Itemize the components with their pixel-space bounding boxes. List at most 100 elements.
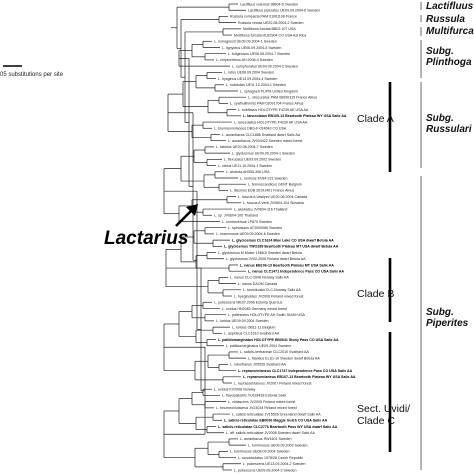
tip-label: L. fuliginosus UE06.08.2004-7 Sweden xyxy=(228,52,290,56)
piperites-line1: Subg. xyxy=(426,307,454,318)
tip-label: Russula compacta PAM 01081108 France xyxy=(230,15,297,19)
subgenus-russula: Russula xyxy=(426,14,465,25)
tip-label: L. hysginoides JV2006 Finland mixed fore… xyxy=(234,294,304,298)
tip-label: L. lanceolatus HOLOTYPE F4239 AK USA AA xyxy=(234,120,308,124)
tip-label: L. nanus CLC-2006 Norway Salix AA xyxy=(230,276,289,280)
russularia-line2: Russulari xyxy=(426,124,472,135)
tip-label: L. salicis-reticulatae EB0036 Maggie Gul… xyxy=(224,419,328,423)
tip-label: L. glyciosmus M Moser 1986-5 Sweden dwar… xyxy=(218,251,302,255)
tip-label: L. robertianus JV5526 Svalbard AA xyxy=(230,363,287,367)
tip-label: Lactifluus piperatus UE09.09.2004-6 Swed… xyxy=(248,9,320,13)
tip-label: L. tuomikoskii CLC-Norway Salix AA xyxy=(243,288,301,292)
plinthogali-line2: Plinthoga xyxy=(426,57,472,68)
tip-label: L. aurantiacus JV034422 Sweden mixed for… xyxy=(228,139,302,143)
tip-label: L. lignyotus UE06.09.2004-8 Sweden xyxy=(222,46,281,50)
tip-labels: Lactifluus volemus 98804-S SwedenLactifl… xyxy=(214,2,356,472)
tip-label: Russula vinosa UE20.08.2004-2 Sweden xyxy=(238,21,304,25)
tip-label: Multifurca furcata BB02.107 USA xyxy=(243,27,296,31)
tip-label: L. nanus CLC1471 Independence Pass CO US… xyxy=(248,269,344,273)
tip-label: L. tabidus UE20.08.2004-7 Sweden xyxy=(216,145,273,149)
tip-label: L. luridus UE09.09.2004 Sweden xyxy=(216,319,269,323)
subgenus-russularia: Subg.Russulari xyxy=(426,113,472,135)
tip-label: L. alnicola AH955-306 USA xyxy=(226,170,270,174)
tip-label: L. sphagneti PL/PM United Kingdom xyxy=(240,89,298,93)
tip-label: L. flexuosus UE09.09.2002 Sweden xyxy=(224,158,281,162)
tip-label: L. chrysorrheus AH 2008-4 Sweden xyxy=(216,58,273,62)
subgenus-lactifluus: Lactifluus xyxy=(426,1,474,12)
scale-bar-label: 05 substitutions per site xyxy=(0,72,64,78)
tip-label: L. subdulcis UE11.10.2004-1 Sweden xyxy=(226,83,286,87)
tip-label: L. brunneoviolaceus DBG-F-024643 CO USA xyxy=(214,127,287,131)
tip-label: L. flavidus ELS1-10 Sweden dwarf Betula … xyxy=(248,356,320,360)
tip-label: L. luridus OB11-11 Belgium xyxy=(232,325,275,329)
tip-label: L. salicis-reticulatae JV15526 Greenland… xyxy=(232,412,321,416)
tip-label: L. pubescens ME07.2006 Estonia Quercus xyxy=(214,301,283,305)
tip-label: L. uvidus KV2008 Norway xyxy=(214,388,256,392)
subgenus-piperites: Subg.Piperites xyxy=(426,307,469,329)
genus-callout: Lactarius xyxy=(104,204,198,249)
tip-label: L. aff. salicis-reticulatae JV2008 Swede… xyxy=(226,431,315,435)
tip-label: L. camphoratus UE04.09.2004-2 Sweden xyxy=(232,64,298,68)
tip-label: L. brunneoviolaceus JV23034 Finland mixe… xyxy=(216,406,297,410)
tip-label: L. subflavus HOLOTYPE F4239 AK USA AA xyxy=(238,108,309,112)
tip-label: L. salicis-reticulatae CLC2776 Beartooth… xyxy=(218,425,338,429)
tip-label: L. sp. JV0604-100 Thailand xyxy=(214,214,258,218)
tip-label: L. obscuratus PAM 08090315 France Alnus xyxy=(248,96,317,100)
tip-label: L. pallidomarginatus UE09.2004 Sweden xyxy=(226,344,291,348)
tip-label: L. torminosus UE08.09.2004 Sweden xyxy=(230,450,290,454)
clade-c-prefix: Sect. Uvidi/ xyxy=(357,403,410,415)
tip-label: L. repraesentaneus CLC1747 Independence … xyxy=(238,369,353,373)
tip-label: L. nanus EB106-13 Beartooth Plateau MT U… xyxy=(240,263,334,267)
tip-label: L. nanus DAOM Canada xyxy=(238,282,277,286)
clade-c-label: Clade C xyxy=(357,415,395,427)
tip-label: L. hysginus UE13.09.2004-4 Sweden xyxy=(218,77,277,81)
scale-bar: 05 substitutions per site xyxy=(0,65,64,78)
subgenus-plinthogali: Subg.Plinthoga xyxy=(426,46,472,68)
genus-label: Lactarius xyxy=(104,228,188,249)
tip-label: L. pallidomarginatus HOLOTYPE EB0041 Sto… xyxy=(218,338,339,342)
subgenus-multifurca: Multifurca xyxy=(426,26,474,37)
tip-label: L. fuscus A Verb JV0604-104 Slovakia xyxy=(243,201,304,205)
tip-label: L. fennoscandicus GENT Belgium xyxy=(248,182,302,186)
tip-label: L. uvidus HN2083 Germany mixed forest xyxy=(222,307,287,311)
tip-label: L. lanceolatus EB105-13 Beartooth Platea… xyxy=(243,114,347,118)
tip-label: L. repraesentaneus EB107-13 Beartooth Pl… xyxy=(243,375,356,379)
tip-label: L. akahatsu JV0604-116 Thailand xyxy=(234,207,287,211)
tip-label: L. controversus LP870 Sweden xyxy=(222,220,272,224)
russularia-line1: Subg. xyxy=(426,113,454,124)
tip-label: L. torminosus UE09.09.2003 Sweden xyxy=(248,443,308,447)
tip-label: L. scrobiculatus 1978/28 Czech Republic xyxy=(238,456,303,460)
tip-label: L. vietus UE11.10.2004-1 Sweden xyxy=(218,164,272,168)
tip-label: L. salicis-herbaceae CLC2010 Svalbard AA xyxy=(240,350,310,354)
clade-a-label: Clade A xyxy=(357,113,394,125)
plinthogali-line1: Subg. xyxy=(426,46,454,57)
tip-label: L. spinosulus AT2000066 Sweden xyxy=(228,226,282,230)
tip-label: L. pubescens UE13.09.2004-2 Sweden xyxy=(243,462,306,466)
tip-label: L. resimus KV84-231 Sweden xyxy=(240,176,288,180)
tip-label: L. repraesentaneus JV2007 Finland mixed … xyxy=(234,381,312,385)
tip-label: L. fuscus A Vasilyev UE20.06.2004 Canada xyxy=(238,195,307,199)
tip-label: L. glyciosmus CLC1624 Blue Lake CO USA d… xyxy=(232,238,334,242)
tip-label: Lactifluus volemus 98804-S Sweden xyxy=(240,2,298,6)
arrow-head-icon xyxy=(186,204,198,216)
tip-label: L. aurantiacus CLC1886 Svalbard dwarf Sa… xyxy=(222,133,301,137)
tip-label: L. violascens JV2005 Finland mixed fores… xyxy=(228,400,295,404)
tip-label: L. aurantiacus RW1601 Sweden xyxy=(240,437,291,441)
tip-label: L. cyathuliformis PAM 02091704 France Al… xyxy=(230,102,304,106)
tip-label: Multifurca furcata HLB2904 CO USA Ast Ri… xyxy=(234,33,306,37)
tip-label: L. lilacinus EDB 26191401 France Alnus xyxy=(230,189,294,193)
tip-label: L. mammosus UE09.09.2004-6 Sweden xyxy=(216,232,280,236)
tip-label: L. aspideus CLC1610 Svalbard AA xyxy=(224,332,280,336)
tip-label: L. rufus UE08.09.2004 Sweden xyxy=(224,71,274,75)
tip-label: L. pallescens HOLOTYPE AH Smith 35189 US… xyxy=(228,313,306,317)
tip-label: L. glyciosmus UE09.09.2004-1 Sweden xyxy=(232,151,295,155)
tip-label: L. pubescens UE09.09.2004-3 Sweden xyxy=(234,468,297,472)
tip-label: L. flavopalustris TU118428 Estonia Salix xyxy=(222,394,286,398)
tip-label: L. glyciosmus TWO289 Beartooth Plateau M… xyxy=(224,245,339,249)
clade-b-label: Clade B xyxy=(357,288,394,300)
tip-label: L. glyciosmus JV02-2006 Finland dwarf Be… xyxy=(226,257,306,261)
piperites-line2: Piperites xyxy=(426,318,469,329)
tip-label: L. romagnesii UE09.09.2004-1 Sweden xyxy=(214,40,277,44)
tree-branches xyxy=(163,3,246,471)
